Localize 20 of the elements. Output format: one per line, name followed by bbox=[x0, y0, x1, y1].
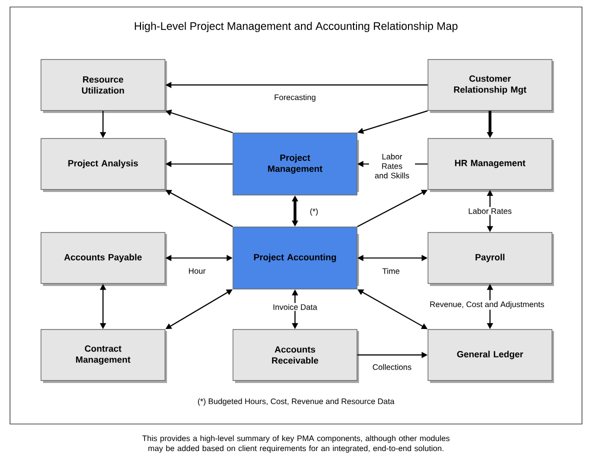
caption: This provides a high-level summary of key PMA components, although other modules may be added based on client requirements for an integrated, end-to-end solution. bbox=[142, 435, 450, 453]
core-module-box: Project Management bbox=[232, 132, 359, 196]
module-box: Accounts Receivable bbox=[232, 329, 359, 383]
title: High-Level Project Management and Accounting Relationship Map bbox=[134, 22, 458, 32]
module-box: General Ledger bbox=[428, 329, 554, 383]
edge-label: Collections bbox=[371, 363, 413, 371]
module-box: Project Analysis bbox=[40, 138, 167, 192]
module-box: Resource Utilization bbox=[40, 59, 167, 113]
edge-label: Labor Rates bbox=[467, 207, 513, 215]
edge-label: Hour bbox=[187, 267, 207, 275]
footnote: (*) Budgeted Hours, Cost, Revenue and Resource Data bbox=[198, 398, 394, 406]
module-box: Customer Relationship Mgt bbox=[428, 59, 554, 113]
core-module-box: Project Accounting bbox=[232, 226, 359, 290]
edge-label: Labor Rates and Skills bbox=[369, 152, 415, 180]
edge-label: Invoice Data bbox=[272, 303, 318, 311]
module-box: Accounts Payable bbox=[40, 232, 167, 286]
module-box: Contract Management bbox=[40, 329, 167, 383]
edge-label: Time bbox=[381, 267, 401, 275]
module-box: Payroll bbox=[428, 232, 554, 286]
module-box: HR Management bbox=[428, 138, 554, 192]
